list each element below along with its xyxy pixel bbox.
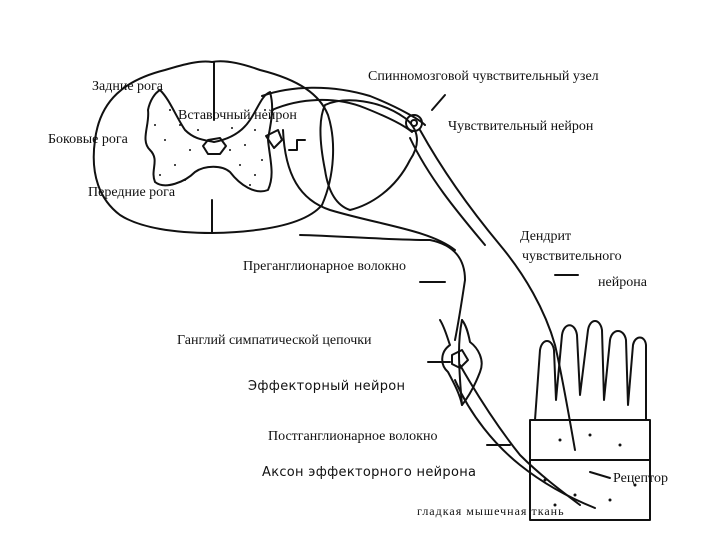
preganglionic-fiber bbox=[282, 129, 456, 251]
grey-matter-outline bbox=[144, 89, 274, 193]
label-interneuron: Вставочный нейрон bbox=[178, 108, 297, 123]
label-ventral-horns: Передние рога bbox=[88, 185, 176, 200]
label-dorsal-horns: Задние рога bbox=[92, 79, 164, 94]
label-dendrite-1: Дендрит bbox=[520, 229, 572, 244]
label-postganglionic-fiber: Постганглионарное волокно bbox=[268, 429, 438, 444]
label-lateral-horns: Боковые рога bbox=[48, 132, 128, 147]
label-effector-axon: Аксон эффекторного нейрона bbox=[262, 465, 477, 480]
arrow-interneuron bbox=[288, 139, 306, 151]
label-dendrite-2: чувствительного bbox=[522, 249, 622, 264]
receptor-pointer bbox=[589, 471, 611, 479]
interneuron-soma bbox=[265, 129, 283, 149]
label-smooth-muscle: гладкая мышечная ткань bbox=[417, 504, 565, 518]
postganglionic-fiber bbox=[459, 364, 581, 506]
ventral-root bbox=[299, 234, 466, 341]
smooth-muscle-layer bbox=[529, 459, 651, 521]
grey-matter-stipple bbox=[154, 109, 637, 507]
label-spinal-ganglion: Спинномозговой чувствительный узел bbox=[368, 69, 599, 84]
label-receptor: Рецептор bbox=[613, 471, 668, 486]
label-sensory-neuron: Чувствительный нейрон bbox=[448, 119, 594, 134]
central-canal bbox=[202, 137, 227, 155]
spinal-cord-outline bbox=[92, 60, 335, 234]
spinal-ganglion bbox=[319, 99, 418, 211]
label-sympathetic-ganglion: Ганглий симпатической цепочки bbox=[177, 333, 372, 348]
villi bbox=[534, 320, 647, 421]
label-effector-neuron: Эффекторный нейрон bbox=[248, 379, 406, 394]
sensory-dendrite bbox=[419, 129, 576, 451]
label-preganglionic-fiber: Преганглионарное волокно bbox=[243, 259, 406, 274]
dorsal-root bbox=[261, 86, 426, 126]
label-dendrite-3: нейрона bbox=[598, 275, 647, 290]
mucosa-layer bbox=[529, 419, 651, 461]
arrow-ganglion bbox=[431, 94, 446, 111]
